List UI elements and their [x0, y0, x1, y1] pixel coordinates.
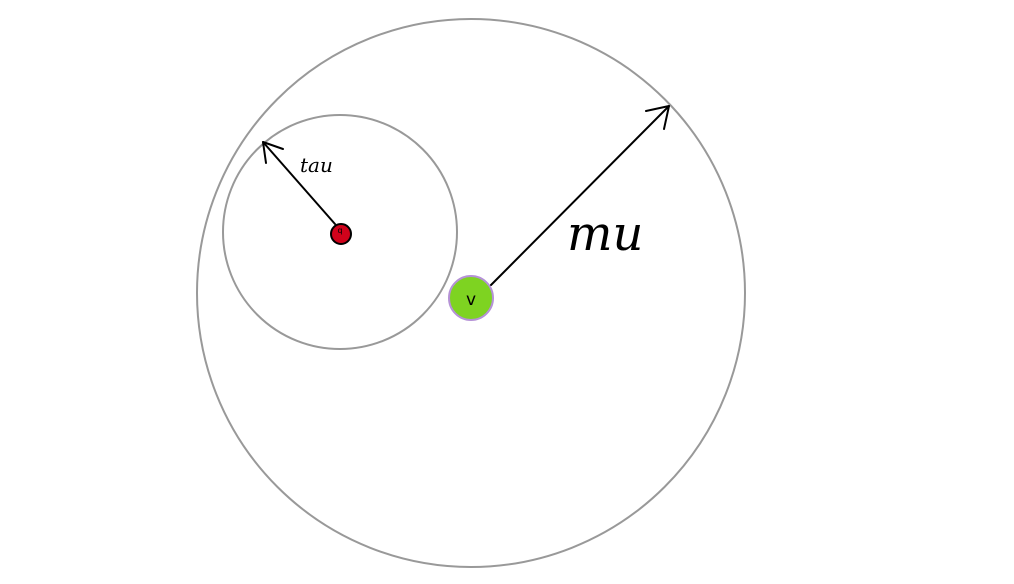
query-node-q: q [330, 223, 352, 245]
center-node-v: v [448, 275, 494, 321]
tau-radius-arrow [262, 141, 336, 225]
query-node-circle [330, 223, 352, 245]
center-node-circle [448, 275, 494, 321]
tau-label: tau [300, 153, 333, 177]
center-node-label: v [466, 290, 476, 310]
inner-ball-circle [222, 114, 458, 350]
mu-label: mu [567, 206, 643, 262]
mu-radius-arrow [490, 105, 670, 286]
query-node-label: q [337, 226, 342, 235]
outer-ball-circle [196, 18, 746, 568]
